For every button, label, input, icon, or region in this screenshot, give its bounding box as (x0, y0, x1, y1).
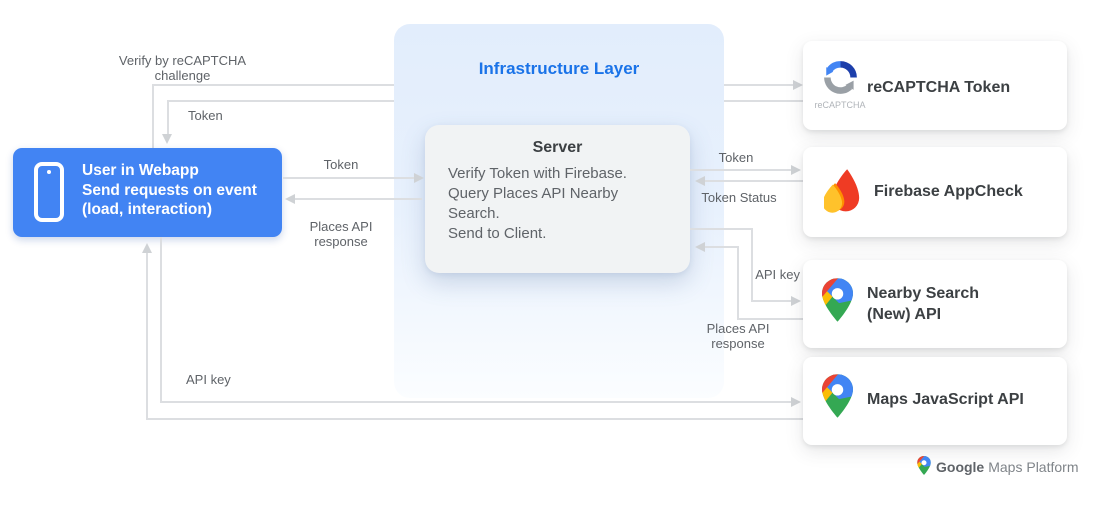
card-title-nearby-search-line1: Nearby Search (867, 285, 980, 302)
user-webapp-label: User in Webapp Send requests on event (l… (82, 162, 257, 218)
maps-pin-icon (917, 456, 931, 475)
arrowhead-left-icon (285, 194, 295, 204)
arrowhead-up-icon (142, 243, 152, 253)
card-title-recaptcha-token: reCAPTCHA Token (867, 79, 1011, 96)
label-api-key-server: API key (755, 267, 800, 282)
maps-pin-icon (822, 278, 853, 322)
server-node: Server Verify Token with Firebase. Query… (425, 125, 690, 273)
user-webapp-node: User in Webapp Send requests on event (l… (13, 148, 282, 237)
arrowhead-right-icon (793, 80, 803, 90)
infrastructure-layer-title: Infrastructure Layer (478, 59, 640, 78)
label-places-response-user: Places API response (309, 219, 373, 249)
card-maps-javascript-api: Maps JavaScript API (803, 357, 1067, 445)
server-title: Server (532, 139, 583, 156)
label-places-response-server: Places API response (706, 321, 770, 351)
arrowhead-left-icon (695, 242, 705, 252)
server-description: Verify Token with Firebase. Query Places… (448, 165, 627, 242)
label-token-status: Token Status (701, 190, 777, 205)
label-token-server-firebase: Token (718, 150, 754, 165)
label-token-recaptcha: Token (188, 108, 223, 123)
recaptcha-icon (824, 61, 857, 94)
card-title-firebase-appcheck: Firebase AppCheck (874, 183, 1023, 200)
card-title-maps-javascript: Maps JavaScript API (867, 391, 1024, 408)
smartphone-icon (34, 162, 64, 222)
label-api-key-user: API key (186, 372, 231, 387)
card-recaptcha-token: reCAPTCHA reCAPTCHA Token (803, 41, 1067, 130)
arrowhead-right-icon (414, 173, 424, 183)
label-token-user-server: Token (323, 157, 359, 172)
brand-google: Google (936, 459, 985, 475)
card-nearby-search-api: Nearby Search (New) API (803, 260, 1067, 348)
maps-pin-icon (822, 374, 853, 418)
arrowhead-left-icon (695, 176, 705, 186)
firebase-icon (824, 169, 860, 213)
arrowhead-right-icon (791, 296, 801, 306)
label-verify-recaptcha-challenge: Verify by reCAPTCHA challenge (118, 53, 247, 83)
recaptcha-icon-caption: reCAPTCHA (814, 100, 866, 110)
card-firebase-appcheck: Firebase AppCheck (803, 147, 1067, 237)
arrowhead-down-icon (162, 134, 172, 144)
arrowhead-right-icon (791, 397, 801, 407)
brand-maps-platform: Maps Platform (988, 459, 1079, 475)
card-title-nearby-search-line2: (New) API (867, 306, 942, 323)
arrowhead-right-icon (791, 165, 801, 175)
